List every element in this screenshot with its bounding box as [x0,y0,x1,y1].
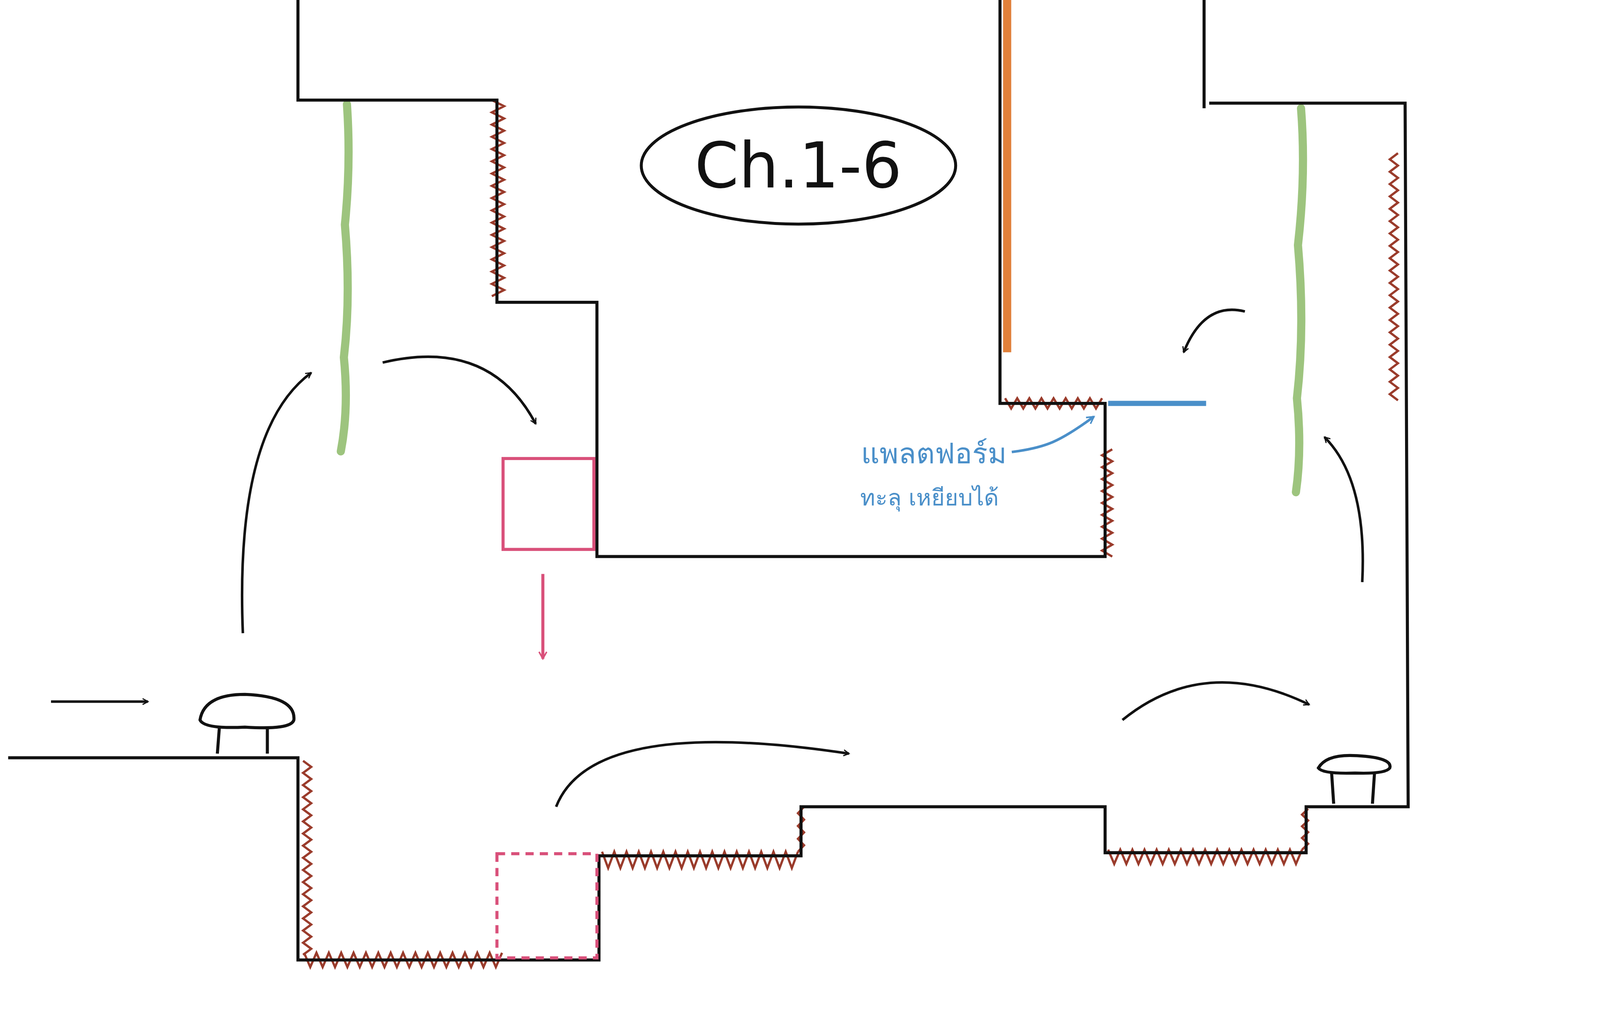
chapter-badge: Ch.1-6 [638,104,959,227]
platform-label: แพลตฟอร์ม [861,436,1007,471]
wall [1202,0,1206,109]
ellipse-outline [641,106,956,224]
mushroom [217,726,268,754]
thorn-grass [1389,153,1398,401]
pink-block [503,458,595,550]
leader-group [1011,416,1094,452]
move-arrow [556,741,850,807]
orange-wall [1002,0,1011,352]
pink-block-target [496,853,598,958]
thorn-grass [602,851,798,868]
thorn-grass [303,760,312,955]
move-arrow [50,699,148,703]
platform-note: ทะลุ เหยียบได้ [860,484,999,512]
fall-arrow [541,573,545,659]
wall [8,103,1408,960]
wall [298,0,1106,557]
mushroom [200,693,294,728]
move-arrow [1324,437,1363,582]
platform [1108,400,1207,406]
move-arrow [1122,682,1310,720]
mushroom [1318,754,1390,773]
chapter-title: Ch.1-6 [694,133,902,198]
mushroom [1331,772,1375,804]
vine [340,104,349,451]
move-arrow [242,372,312,633]
leader-arrow [1011,416,1094,452]
move-arrow [1183,309,1245,352]
thorn-grass [303,100,1398,967]
move-arrow [382,356,536,424]
movement-arrows [50,309,1363,807]
vine [1296,108,1304,493]
